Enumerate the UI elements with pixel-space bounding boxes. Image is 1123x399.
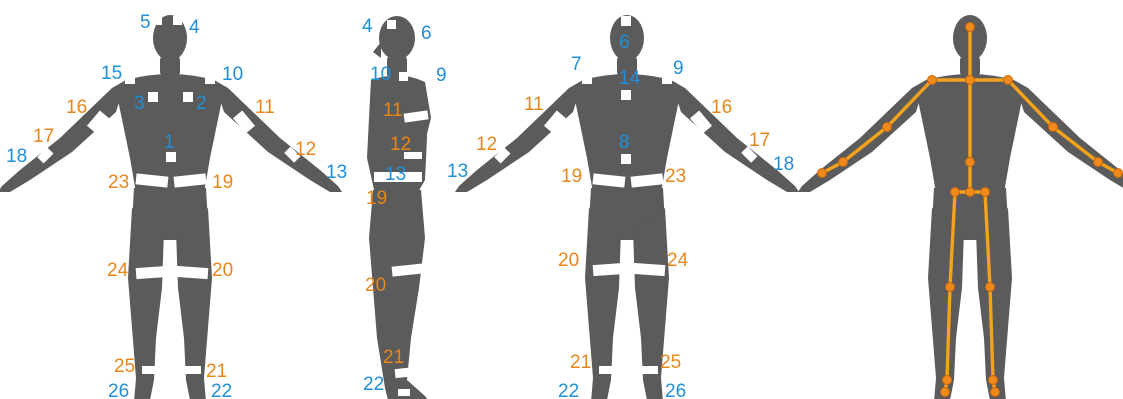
marker-9-side	[418, 70, 427, 79]
front-label-23: 23	[108, 172, 129, 193]
side-label-9: 9	[436, 65, 447, 86]
marker-8-back	[621, 154, 631, 164]
front-label-18: 18	[6, 146, 27, 167]
side-label-12: 12	[390, 134, 411, 155]
side-label-19: 19	[366, 188, 387, 209]
side-label-11: 11	[383, 100, 403, 121]
marker-10-side	[399, 72, 408, 81]
back-label-13: 13	[447, 161, 468, 182]
side-label-21: 21	[383, 347, 404, 368]
side-label-20: 20	[365, 275, 386, 296]
marker-9-back	[582, 74, 592, 84]
marker-24	[136, 266, 169, 279]
marker-21	[185, 366, 201, 374]
front-label-25: 25	[114, 356, 135, 377]
front-label-5: 5	[140, 12, 151, 33]
front-label-21: 21	[206, 361, 227, 382]
back-label-14: 9	[673, 58, 684, 79]
back-label-20: 20	[558, 250, 579, 271]
front-label-24: 24	[107, 260, 129, 281]
back-label-7: 14	[619, 68, 641, 89]
side-label-22: 22	[363, 374, 384, 395]
marker-1	[166, 152, 176, 162]
front-view: 5 4 15 10 3 2 1 18 13 26 22 16 11 17 12 …	[0, 12, 347, 399]
back-view: 6 7 9 14 8 13 18 22 26 11 16 12 17 19 23…	[447, 15, 799, 399]
front-label-15: 15	[101, 63, 122, 84]
marker-15	[125, 74, 135, 84]
back-label-8: 8	[619, 132, 630, 153]
marker-5	[153, 16, 162, 25]
back-label-24: 24	[667, 250, 689, 271]
back-label-18: 18	[773, 154, 794, 175]
side-label-10: 10	[370, 64, 391, 85]
marker-21-back	[599, 366, 615, 374]
back-label-16: 16	[711, 97, 732, 118]
side-label-6: 6	[421, 23, 432, 44]
back-label-12: 12	[476, 134, 497, 155]
marker-24-back	[633, 263, 666, 276]
side-label-4: 4	[362, 16, 373, 37]
front-label-22: 22	[211, 381, 232, 399]
marker-2	[183, 92, 193, 102]
marker-25	[142, 366, 158, 374]
front-label-20: 20	[212, 260, 233, 281]
side-view: 4 6 10 9 13 22 11 12 19 20 21	[362, 16, 447, 399]
back-label-6: 6	[619, 32, 630, 53]
front-label-17: 17	[33, 126, 54, 147]
front-label-26: 26	[108, 381, 129, 399]
back-label-23: 23	[665, 166, 686, 187]
marker-6-back	[621, 16, 631, 26]
marker-7-back	[621, 90, 631, 100]
skeleton-view	[798, 15, 1123, 399]
front-label-19: 19	[212, 172, 233, 193]
front-label-16: 16	[66, 97, 87, 118]
front-label-3: 3	[134, 93, 145, 114]
back-label-17: 17	[749, 130, 770, 151]
front-body-silhouette	[0, 15, 342, 399]
marker-4	[173, 16, 182, 25]
back-label-22: 22	[558, 381, 579, 399]
back-label-11: 11	[524, 94, 544, 115]
marker-3	[148, 92, 158, 102]
back-label-9: 7	[571, 54, 582, 75]
front-label-4: 4	[189, 17, 200, 38]
front-label-12: 12	[295, 139, 316, 160]
side-label-13: 13	[385, 164, 406, 185]
marker-4-side	[387, 20, 396, 29]
marker-14-back	[662, 74, 672, 84]
front-label-10: 10	[222, 64, 243, 85]
marker-10	[205, 74, 215, 84]
marker-20-back	[593, 263, 626, 276]
back-label-26: 26	[665, 381, 686, 399]
front-label-11: 11	[255, 97, 275, 118]
front-label-1: 1	[164, 132, 175, 153]
marker-22-side	[398, 389, 410, 396]
front-label-13: 13	[326, 162, 347, 183]
back-label-19: 19	[561, 166, 582, 187]
back-label-21: 21	[570, 352, 591, 373]
marker-20	[176, 266, 209, 279]
back-label-25: 25	[660, 352, 681, 373]
marker-25-back	[642, 366, 658, 374]
front-label-2: 2	[196, 93, 207, 114]
skeleton-body-silhouette	[798, 15, 1123, 399]
